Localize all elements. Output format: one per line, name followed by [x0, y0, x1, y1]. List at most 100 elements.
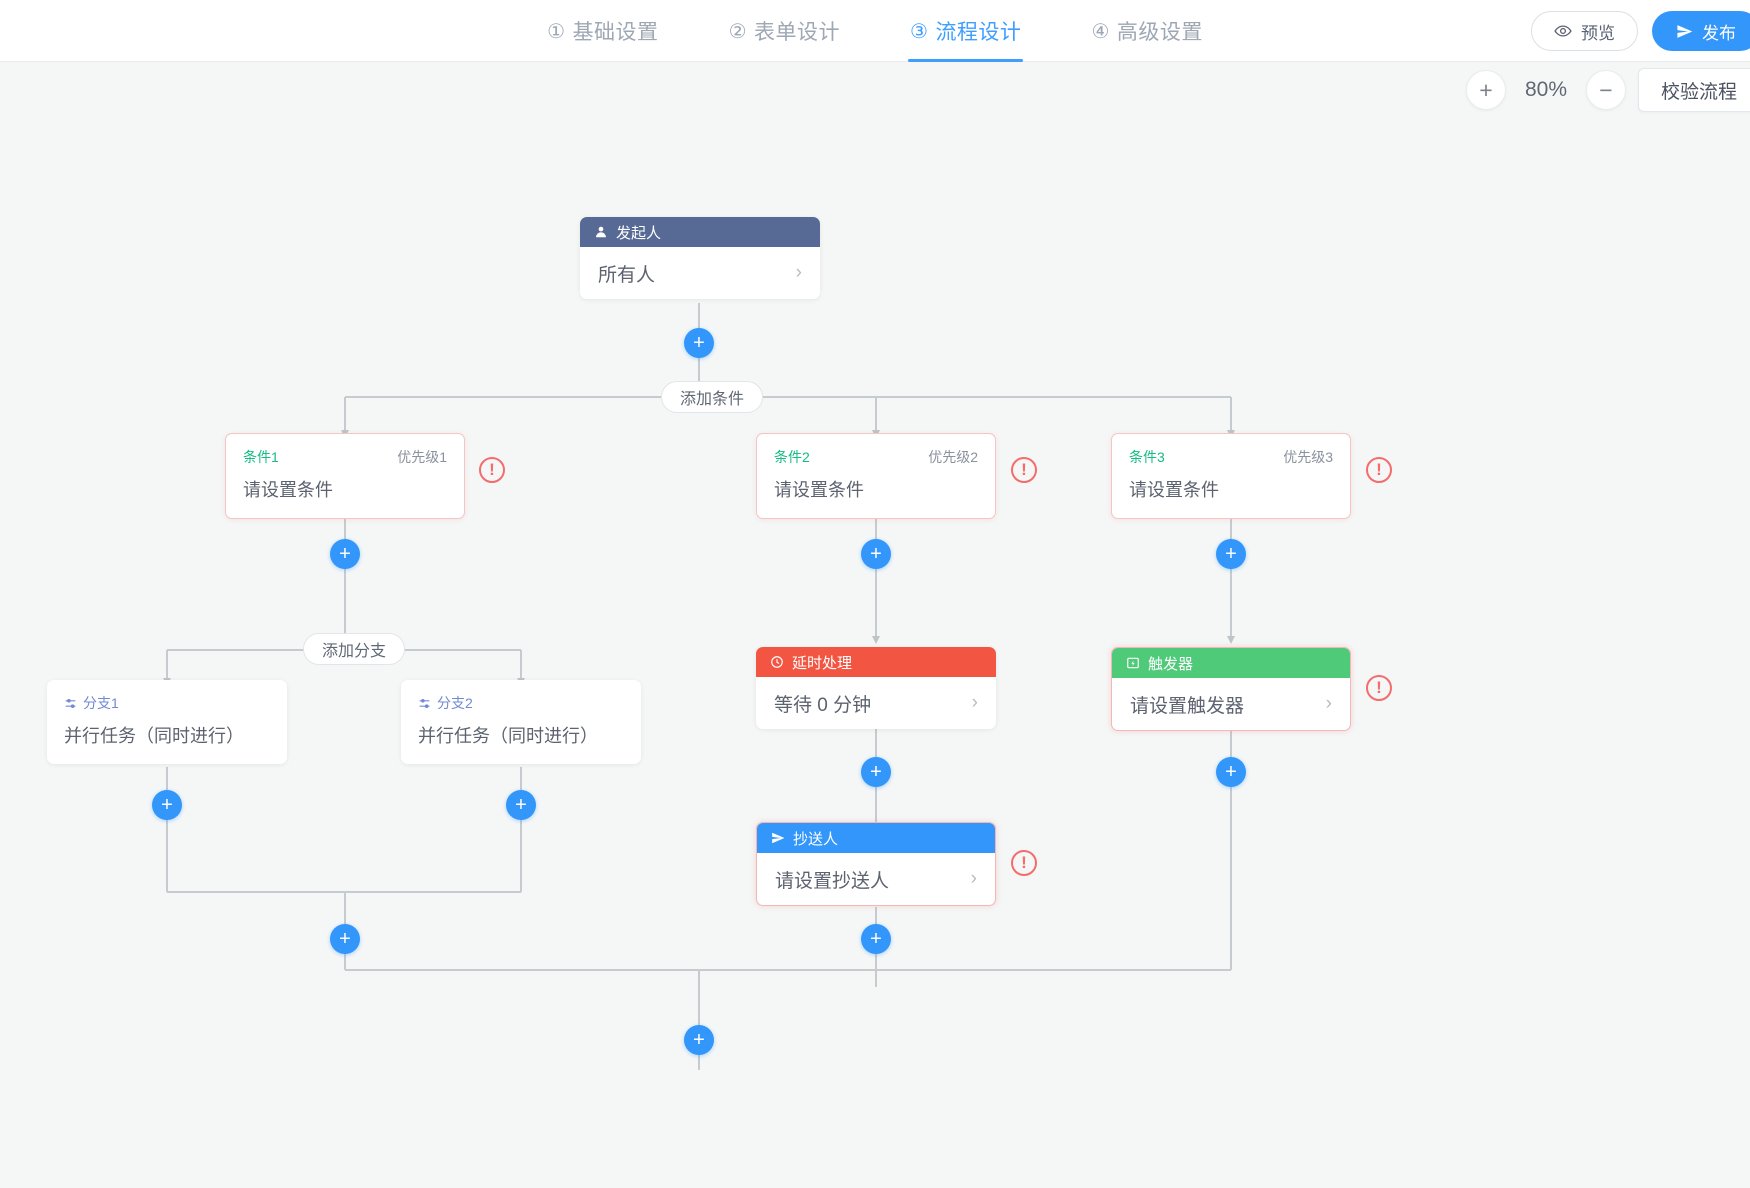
- error-badge-condition-3[interactable]: !: [1366, 457, 1392, 483]
- add-condition-button[interactable]: 添加条件: [661, 381, 764, 413]
- add-node-after-condition-2-button[interactable]: +: [861, 539, 891, 569]
- branch-header: 分支1: [47, 680, 287, 713]
- branch-body: 并行任务（同时进行）: [418, 726, 598, 746]
- publish-label: 发布: [1702, 23, 1736, 43]
- condition-title: 条件1: [243, 449, 279, 465]
- send-icon: [1676, 23, 1693, 40]
- add-node-after-parallel-group-button[interactable]: +: [330, 924, 360, 954]
- top-actions: 预览 发布: [1531, 0, 1750, 62]
- start-node[interactable]: 发起人 所有人 ›: [580, 217, 820, 299]
- user-icon: [594, 225, 608, 239]
- cc-node-header: 抄送人: [757, 823, 995, 853]
- delay-node-body[interactable]: 等待 0 分钟 ›: [756, 677, 996, 729]
- start-node-value: 所有人: [598, 264, 656, 286]
- error-badge-cc[interactable]: !: [1011, 850, 1037, 876]
- chevron-right-icon: ›: [971, 692, 978, 713]
- trigger-node-title: 触发器: [1148, 655, 1194, 673]
- tab-process-design[interactable]: ③ 流程设计: [908, 0, 1024, 62]
- flow-canvas[interactable]: 发起人 所有人 › + 添加条件 条件1 优先级1 请设置条件 ! 条件2 优先…: [0, 62, 1750, 1188]
- add-node-after-cc-button[interactable]: +: [861, 924, 891, 954]
- branch-header: 分支2: [401, 680, 641, 713]
- sliders-icon: [64, 697, 77, 710]
- tab-basic-settings[interactable]: ① 基础设置: [545, 0, 660, 62]
- condition-priority: 优先级2: [928, 449, 978, 465]
- branch-node-1[interactable]: 分支1 并行任务（同时进行）: [47, 680, 287, 764]
- clock-icon: [770, 655, 784, 669]
- trigger-node-header: 触发器: [1112, 648, 1350, 678]
- cc-node-title: 抄送人: [793, 830, 839, 848]
- cc-node[interactable]: 抄送人 请设置抄送人 ›: [756, 822, 996, 906]
- branch-title: 分支1: [83, 695, 119, 711]
- tab-number: ②: [728, 20, 747, 43]
- condition-body: 请设置条件: [1129, 480, 1219, 500]
- condition-priority: 优先级1: [397, 449, 447, 465]
- zoom-level: 80%: [1524, 78, 1567, 101]
- start-node-header: 发起人: [580, 217, 820, 247]
- condition-node-2[interactable]: 条件2 优先级2 请设置条件: [756, 433, 996, 519]
- add-node-after-trigger-button[interactable]: +: [1216, 757, 1246, 787]
- add-node-after-branch-2-button[interactable]: +: [506, 790, 536, 820]
- tab-number: ①: [547, 20, 566, 43]
- delay-node-value: 等待 0 分钟: [774, 694, 872, 716]
- tab-label: 基础设置: [572, 21, 659, 44]
- sliders-icon: [418, 697, 431, 710]
- add-branch-button[interactable]: 添加分支: [303, 633, 406, 665]
- active-tab-underline: [908, 59, 1024, 62]
- trigger-node[interactable]: 触发器 请设置触发器 ›: [1111, 647, 1351, 731]
- trigger-node-body[interactable]: 请设置触发器 ›: [1112, 678, 1350, 730]
- chevron-right-icon: ›: [795, 262, 802, 283]
- validate-process-button[interactable]: 校验流程: [1637, 68, 1750, 112]
- zoom-toolbar: + 80% − 校验流程: [1465, 62, 1750, 118]
- eye-icon: [1554, 22, 1572, 40]
- chevron-right-icon: ›: [970, 868, 977, 889]
- add-node-after-condition-group-button[interactable]: +: [684, 1025, 714, 1055]
- delay-node-title: 延时处理: [792, 654, 853, 672]
- tab-label: 高级设置: [1116, 21, 1203, 44]
- preview-button[interactable]: 预览: [1531, 11, 1638, 51]
- delay-node[interactable]: 延时处理 等待 0 分钟 ›: [756, 647, 996, 729]
- condition-header: 条件2 优先级2: [757, 434, 995, 467]
- cc-node-value: 请设置抄送人: [775, 870, 890, 892]
- step-tabs: ① 基础设置 ② 表单设计 ③ 流程设计 ④ 高级设置: [0, 0, 1750, 62]
- start-node-title: 发起人: [616, 224, 662, 242]
- branch-title: 分支2: [437, 695, 473, 711]
- send-icon: [771, 831, 785, 845]
- connector-lines: [163, 303, 1235, 1070]
- add-node-after-condition-3-button[interactable]: +: [1216, 539, 1246, 569]
- condition-priority: 优先级3: [1283, 449, 1333, 465]
- delay-node-header: 延时处理: [756, 647, 996, 677]
- branch-body: 并行任务（同时进行）: [64, 726, 244, 746]
- tab-form-design[interactable]: ② 表单设计: [727, 0, 842, 62]
- publish-button[interactable]: 发布: [1652, 11, 1750, 51]
- add-node-after-start-button[interactable]: +: [684, 328, 714, 358]
- preview-label: 预览: [1581, 23, 1615, 43]
- add-node-after-delay-button[interactable]: +: [861, 757, 891, 787]
- condition-body: 请设置条件: [774, 480, 864, 500]
- tab-advanced-settings[interactable]: ④ 高级设置: [1089, 0, 1204, 62]
- chevron-right-icon: ›: [1325, 693, 1332, 714]
- start-node-body[interactable]: 所有人 ›: [580, 247, 820, 299]
- condition-title: 条件3: [1129, 449, 1165, 465]
- condition-body: 请设置条件: [243, 480, 333, 500]
- condition-title: 条件2: [774, 449, 810, 465]
- zoom-out-button[interactable]: −: [1585, 70, 1626, 110]
- condition-node-1[interactable]: 条件1 优先级1 请设置条件: [225, 433, 465, 519]
- trigger-icon: [1126, 656, 1140, 670]
- error-badge-condition-2[interactable]: !: [1011, 457, 1037, 483]
- condition-header: 条件3 优先级3: [1112, 434, 1350, 467]
- tab-label: 流程设计: [935, 21, 1022, 44]
- error-badge-trigger[interactable]: !: [1366, 675, 1392, 701]
- trigger-node-value: 请设置触发器: [1130, 695, 1245, 717]
- cc-node-body[interactable]: 请设置抄送人 ›: [757, 853, 995, 905]
- error-badge-condition-1[interactable]: !: [479, 457, 505, 483]
- add-node-after-branch-1-button[interactable]: +: [152, 790, 182, 820]
- add-node-after-condition-1-button[interactable]: +: [330, 539, 360, 569]
- tab-label: 表单设计: [754, 21, 840, 44]
- branch-node-2[interactable]: 分支2 并行任务（同时进行）: [401, 680, 641, 764]
- condition-header: 条件1 优先级1: [226, 434, 464, 467]
- zoom-in-button[interactable]: +: [1465, 70, 1506, 110]
- tab-number: ③: [910, 20, 929, 43]
- tab-number: ④: [1091, 20, 1110, 43]
- top-bar: ① 基础设置 ② 表单设计 ③ 流程设计 ④ 高级设置 预览: [0, 0, 1750, 62]
- condition-node-3[interactable]: 条件3 优先级3 请设置条件: [1111, 433, 1351, 519]
